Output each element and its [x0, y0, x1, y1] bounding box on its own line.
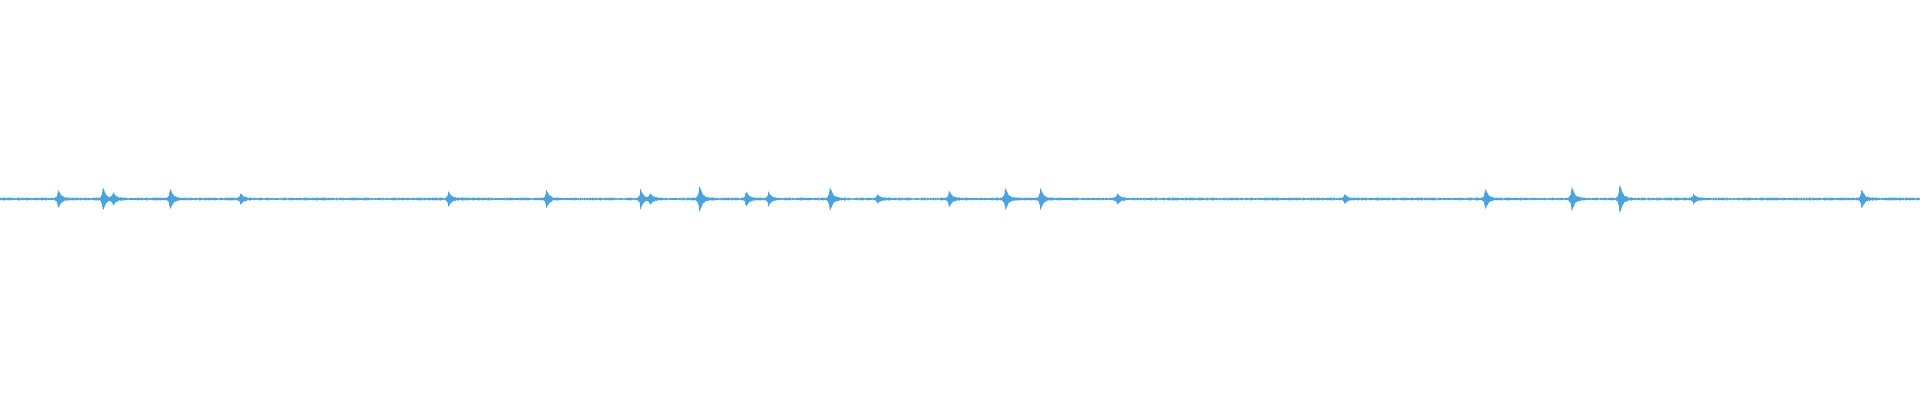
waveform-peak-10	[744, 191, 752, 207]
waveform-peak-14	[947, 190, 955, 208]
waveform-peaks	[56, 184, 1868, 214]
waveform-peak-9	[697, 185, 705, 213]
waveform-peak-4	[239, 193, 246, 205]
waveform-peak-0	[56, 189, 64, 209]
waveform-peak-7	[639, 189, 646, 209]
waveform-peak-21	[1618, 184, 1626, 214]
waveform-peak-18	[1343, 194, 1350, 204]
waveform-peak-20	[1570, 186, 1578, 212]
waveform-peak-6	[544, 190, 552, 208]
waveform-peak-19	[1483, 188, 1491, 210]
waveform-peak-8	[648, 193, 656, 205]
waveform-peak-11	[767, 192, 774, 206]
waveform-peak-2	[111, 192, 119, 206]
waveform-peak-17	[1115, 193, 1123, 205]
waveform-peak-22	[1691, 194, 1699, 204]
waveform-peak-3	[168, 188, 176, 210]
waveform-peak-15	[1003, 187, 1011, 211]
waveform-peak-5	[447, 191, 454, 207]
waveform-trace	[0, 186, 1920, 212]
waveform-peak-16	[1039, 188, 1046, 210]
waveform-peak-13	[875, 194, 883, 204]
waveform-peak-23	[1860, 189, 1868, 209]
waveform-peak-12	[828, 186, 836, 212]
waveform-peak-1	[101, 187, 109, 211]
